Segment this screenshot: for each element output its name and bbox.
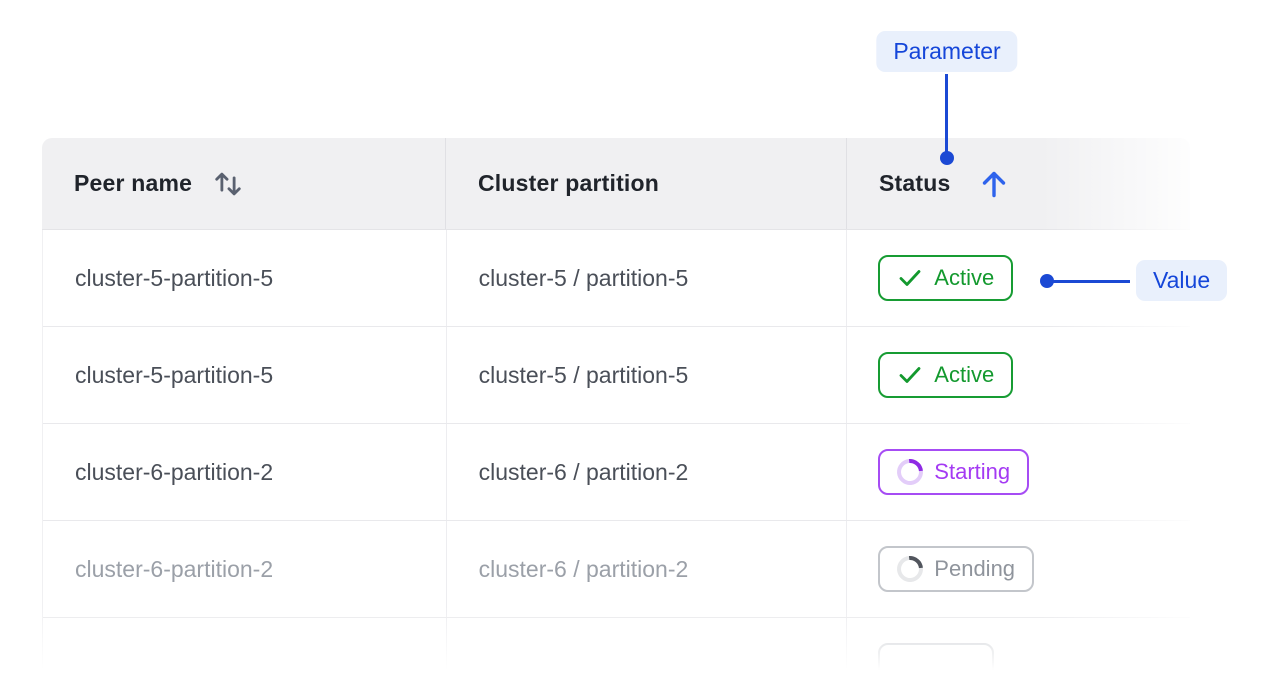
- status-badge-active: Active: [878, 352, 1014, 398]
- peer-name-cell: cluster-6-partition-2: [43, 521, 447, 617]
- table-row[interactable]: cluster-5-partition-5 cluster-5 / partit…: [43, 230, 1190, 327]
- sort-both-icon[interactable]: [212, 168, 244, 200]
- column-header-label: Status: [879, 170, 951, 196]
- status-cell: Active: [847, 327, 1190, 423]
- column-header-label: Peer name: [74, 170, 193, 196]
- value-connector-line: [1050, 280, 1130, 283]
- check-icon: [897, 265, 923, 291]
- value-annotation-pill: Value: [1136, 260, 1228, 301]
- status-badge-faded: [878, 643, 995, 688]
- table-row[interactable]: cluster-5-partition-5 cluster-5 / partit…: [43, 327, 1190, 424]
- peers-table: Peer name Cluster partition Status: [42, 138, 1190, 688]
- status-badge-label: Active: [934, 362, 995, 387]
- status-cell: [847, 618, 1190, 688]
- column-header-cluster-partition[interactable]: Cluster partition: [446, 138, 847, 229]
- status-badge-label: Starting: [934, 459, 1011, 484]
- status-cell: Starting: [847, 424, 1190, 520]
- column-header-label: Cluster partition: [478, 170, 660, 196]
- check-icon: [897, 362, 923, 388]
- peer-name-cell: cluster-5-partition-5: [43, 327, 447, 423]
- status-cell: Active: [847, 230, 1190, 326]
- peer-name-cell: cluster-6-partition-2: [43, 424, 447, 520]
- peer-name-cell: [43, 618, 447, 688]
- parameter-connector-line: [945, 74, 948, 152]
- cluster-partition-cell: cluster-5 / partition-5: [447, 327, 848, 423]
- table-body: cluster-5-partition-5 cluster-5 / partit…: [42, 230, 1190, 688]
- arrow-up-icon[interactable]: [979, 168, 1009, 200]
- column-header-peer-name[interactable]: Peer name: [42, 138, 446, 229]
- status-badge-pending: Pending: [878, 546, 1035, 592]
- table-row[interactable]: cluster-6-partition-2 cluster-6 / partit…: [43, 521, 1190, 618]
- parameter-annotation-pill: Parameter: [876, 31, 1018, 72]
- table-row[interactable]: cluster-6-partition-2 cluster-6 / partit…: [43, 424, 1190, 521]
- status-cell: Pending: [847, 521, 1190, 617]
- cluster-partition-cell: cluster-5 / partition-5: [447, 230, 848, 326]
- cluster-partition-cell: cluster-6 / partition-2: [447, 521, 848, 617]
- table-row-partial: [43, 618, 1190, 688]
- status-badge-active: Active: [878, 255, 1014, 301]
- spinner-icon: [891, 453, 929, 491]
- parameter-connector-dot: [940, 151, 954, 165]
- column-header-status[interactable]: Status: [847, 138, 1190, 229]
- cluster-partition-cell: [447, 618, 848, 688]
- status-badge-label: Active: [934, 265, 995, 290]
- status-badge-starting: Starting: [878, 449, 1030, 495]
- peer-name-cell: cluster-5-partition-5: [43, 230, 447, 326]
- cluster-partition-cell: cluster-6 / partition-2: [447, 424, 848, 520]
- spinner-icon: [891, 550, 929, 588]
- status-badge-label: Pending: [934, 556, 1016, 581]
- table-header-row: Peer name Cluster partition Status: [42, 138, 1190, 230]
